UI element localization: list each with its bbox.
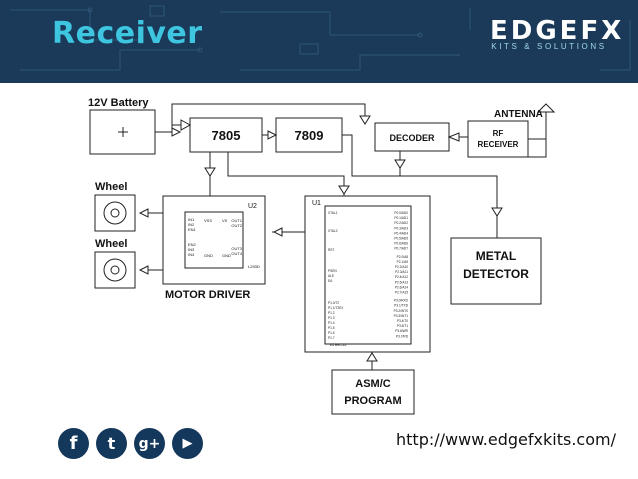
u1-pin-label: P1.4 [328, 321, 335, 325]
u1-pin-label: ALE [328, 274, 334, 278]
u1-part-label: AT89C52 [330, 342, 347, 347]
receiver-block-diagram: 12V Battery ANTENNA 7805 7809 DECODER RF… [88, 97, 556, 415]
u2-pin-label: EN1 [188, 227, 197, 232]
u1-pin-label: PSEN [328, 269, 337, 273]
antenna-label: ANTENNA [494, 109, 543, 120]
motor-driver-label: MOTOR DRIVER [165, 289, 250, 301]
u1-pin-label: P1.3 [328, 316, 335, 320]
battery-label: 12V Battery [88, 97, 149, 109]
metal-detector-block [450, 237, 542, 305]
u1-pin-label: P3.3/INT1 [394, 314, 409, 318]
u2-pin-label: OUT4 [231, 251, 242, 256]
rf-label-1: RF [493, 129, 504, 138]
u1-pin-label: P0.4/AD4 [394, 231, 408, 235]
youtube-icon[interactable]: ▶ [172, 428, 203, 459]
asm-label: ASM/C [355, 378, 391, 390]
rf-receiver-block [467, 120, 529, 158]
google-plus-glyph: g+ [138, 435, 161, 452]
u2-pin-label: VS [222, 218, 228, 223]
program-label: PROGRAM [344, 395, 401, 407]
u1-pin-label: P1.6 [328, 331, 335, 335]
motor-driver-block [162, 195, 266, 285]
at89c52-chip [324, 205, 412, 345]
u1-pin-label: P2.2/A10 [395, 265, 408, 269]
u1-pin-label: P0.7/AD7 [394, 247, 408, 251]
u2-pin-label: IN4 [188, 252, 195, 257]
u1-pin-label: XTAL2 [328, 229, 338, 233]
u1-pin-label: P1.5 [328, 326, 335, 330]
u2-pin-label: IN2 [188, 222, 195, 227]
u1-pin-label: P2.7/A15 [395, 291, 408, 295]
u1-pin-label: P0.3/AD3 [394, 226, 408, 230]
social-links: f t g+ ▶ [58, 428, 203, 459]
u1-pin-label: P0.5/AD5 [394, 237, 408, 241]
u1-pin-label: P1.2 [328, 311, 335, 315]
wheel-2-label: Wheel [95, 238, 127, 250]
u1-pin-label: RST [328, 248, 334, 252]
header-banner: Receiver EDGEFX KITS & SOLUTIONS [0, 0, 638, 83]
twitter-icon[interactable]: t [96, 428, 127, 459]
u1-pin-label: P0.6/AD6 [394, 242, 408, 246]
reg-7809-label: 7809 [295, 128, 324, 143]
reg-7805-label: 7805 [212, 128, 241, 143]
twitter-glyph: t [107, 434, 116, 453]
detector-label: DETECTOR [463, 267, 529, 281]
rf-label-2: RECEIVER [478, 140, 519, 149]
u1-pin-label: P0.2/AD2 [394, 221, 408, 225]
u1-pin-label: P3.0/RXD [394, 299, 409, 303]
u1-pin-label: P2.6/A14 [395, 285, 408, 289]
u1-pin-label: P0.1/AD1 [394, 216, 408, 220]
u1-pin-label: P3.2/INT0 [394, 309, 409, 313]
u1-pin-label: P0.0/AD0 [394, 211, 408, 215]
logo-sub-text: KITS & SOLUTIONS [491, 42, 607, 51]
u1-pin-label: P3.4/T0 [397, 319, 408, 323]
facebook-icon[interactable]: f [58, 428, 89, 459]
u1-pin-label: P2.1/A9 [397, 260, 409, 264]
youtube-glyph: ▶ [182, 436, 193, 451]
microcontroller-block [304, 195, 431, 353]
u2-pin-label: IN1 [188, 217, 195, 222]
u2-pin-label: OUT1 [231, 218, 242, 223]
facebook-glyph: f [69, 433, 78, 454]
wheel-2-block [94, 251, 136, 289]
asm-program-block [331, 369, 415, 415]
u2-pin-label: GND [204, 253, 213, 258]
google-plus-icon[interactable]: g+ [134, 428, 165, 459]
u1-pin-label: P3.1/TXD [394, 304, 409, 308]
u1-pin-label: P2.3/A11 [395, 270, 408, 274]
u1-pin-label: P2.5/A13 [395, 280, 408, 284]
logo-main-text: EDGEFX [490, 16, 625, 46]
u2-pin-label: GND [222, 253, 231, 258]
wheel-1-label: Wheel [95, 181, 127, 193]
u2-label: U2 [248, 203, 257, 210]
u1-pin-label: XTAL1 [328, 211, 338, 215]
l293d-chip [184, 211, 244, 269]
u2-pin-label: EN2 [188, 242, 197, 247]
u2-pin-label: VSS [204, 218, 212, 223]
u1-pin-label: P1.7 [328, 336, 335, 340]
u2-pin-label: IN3 [188, 247, 195, 252]
u2-pin-label: OUT2 [231, 223, 242, 228]
u1-label: U1 [312, 200, 321, 207]
u1-pin-label: P2.0/A8 [397, 255, 409, 259]
website-url-link[interactable]: http://www.edgefxkits.com/ [396, 430, 616, 449]
u1-pin-label: P3.7/RD [396, 334, 409, 338]
u2-part-label: L293D [248, 264, 260, 269]
wheel-1-block [94, 194, 136, 232]
metal-label: METAL [476, 249, 516, 263]
u1-pin-label: P2.4/A12 [395, 275, 408, 279]
u1-pin-label: P3.5/T1 [397, 324, 408, 328]
page-title: Receiver [52, 16, 203, 51]
u1-pin-label: P1.1/T2EX [328, 306, 344, 310]
u1-pin-label: EA [328, 279, 333, 283]
u1-pin-label: P1.0/T2 [328, 301, 339, 305]
decoder-label: DECODER [389, 133, 435, 143]
edgefx-logo: EDGEFX KITS & SOLUTIONS [488, 16, 621, 58]
u1-pin-label: P3.6/WR [395, 329, 408, 333]
circuit-pattern [10, 5, 631, 71]
u2-pin-label: OUT3 [231, 246, 242, 251]
